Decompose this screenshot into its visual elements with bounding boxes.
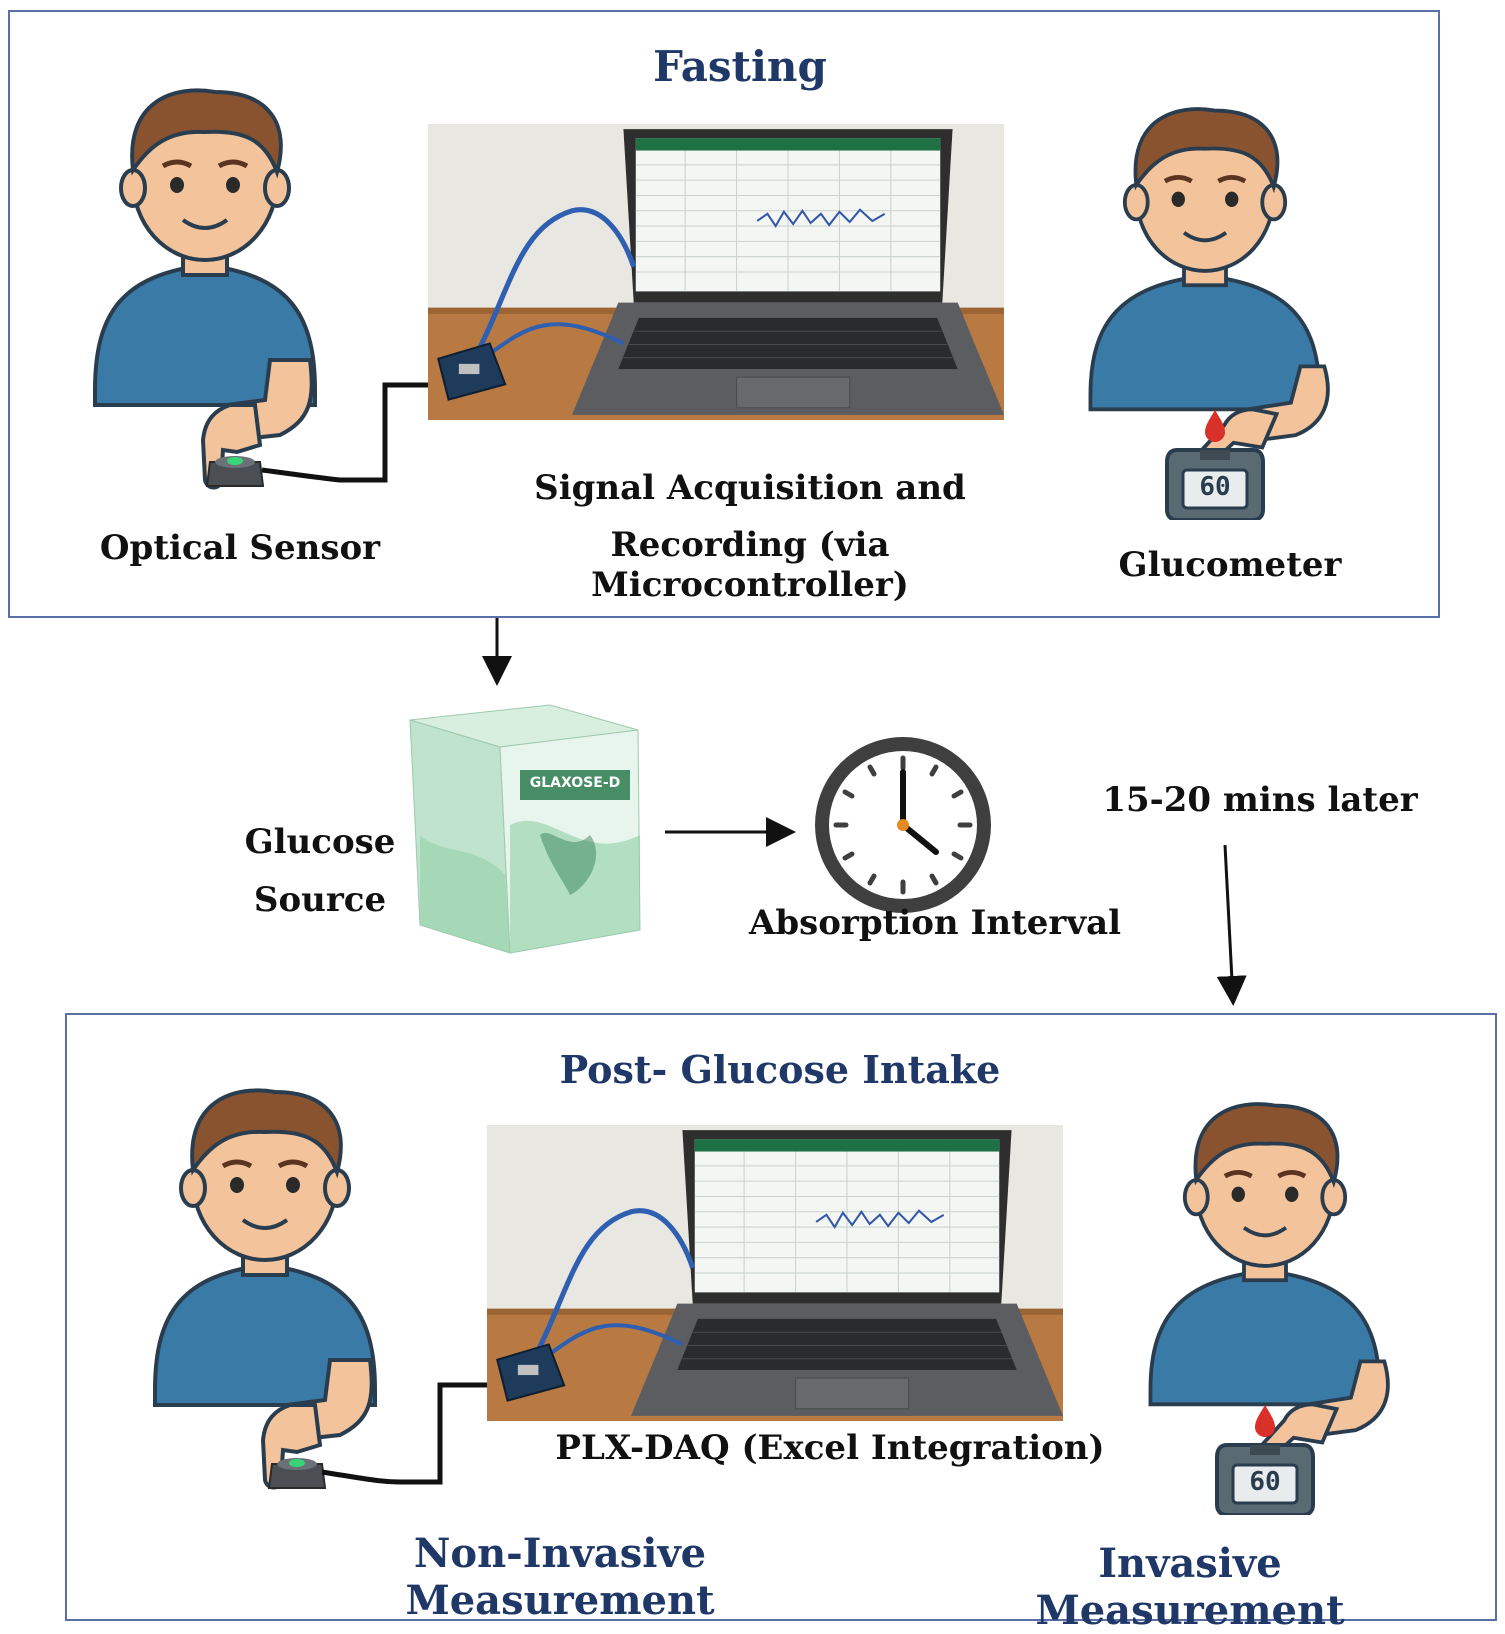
- glucose-box-brand: GLAXOSE-D: [529, 775, 621, 791]
- delay-label: 15-20 mins later: [1102, 780, 1418, 820]
- non-invasive-label: Non-Invasive Measurement: [405, 1530, 715, 1624]
- laptop-microcontroller-photo-bottom: [487, 1125, 1063, 1421]
- glucometer-reading-bottom: 60: [1249, 1467, 1281, 1497]
- glucose-source-line2: Source: [253, 880, 387, 920]
- glucose-box-illustration: [409, 704, 641, 954]
- glucometer-label: Glucometer: [1118, 545, 1342, 585]
- glucose-source-line1: Glucose: [244, 822, 396, 862]
- glucometer-icon-bottom: [1215, 1405, 1315, 1515]
- post-glucose-panel: [65, 1013, 1497, 1621]
- optical-sensor-label: Optical Sensor: [99, 528, 381, 568]
- post-glucose-title: Post- Glucose Intake: [559, 1047, 1001, 1092]
- clock-icon: [815, 737, 991, 913]
- fasting-panel: [8, 10, 1440, 618]
- acquisition-label-line2: Recording (via Microcontroller): [591, 525, 909, 605]
- fasting-title: Fasting: [653, 42, 827, 91]
- glucometer-reading: 60: [1199, 472, 1231, 502]
- plx-daq-label: PLX-DAQ (Excel Integration): [555, 1428, 1105, 1468]
- absorption-interval-label: Absorption Interval: [748, 903, 1122, 943]
- acquisition-label-line1: Signal Acquisition and: [534, 468, 966, 508]
- invasive-label: Invasive Measurement: [1035, 1540, 1345, 1634]
